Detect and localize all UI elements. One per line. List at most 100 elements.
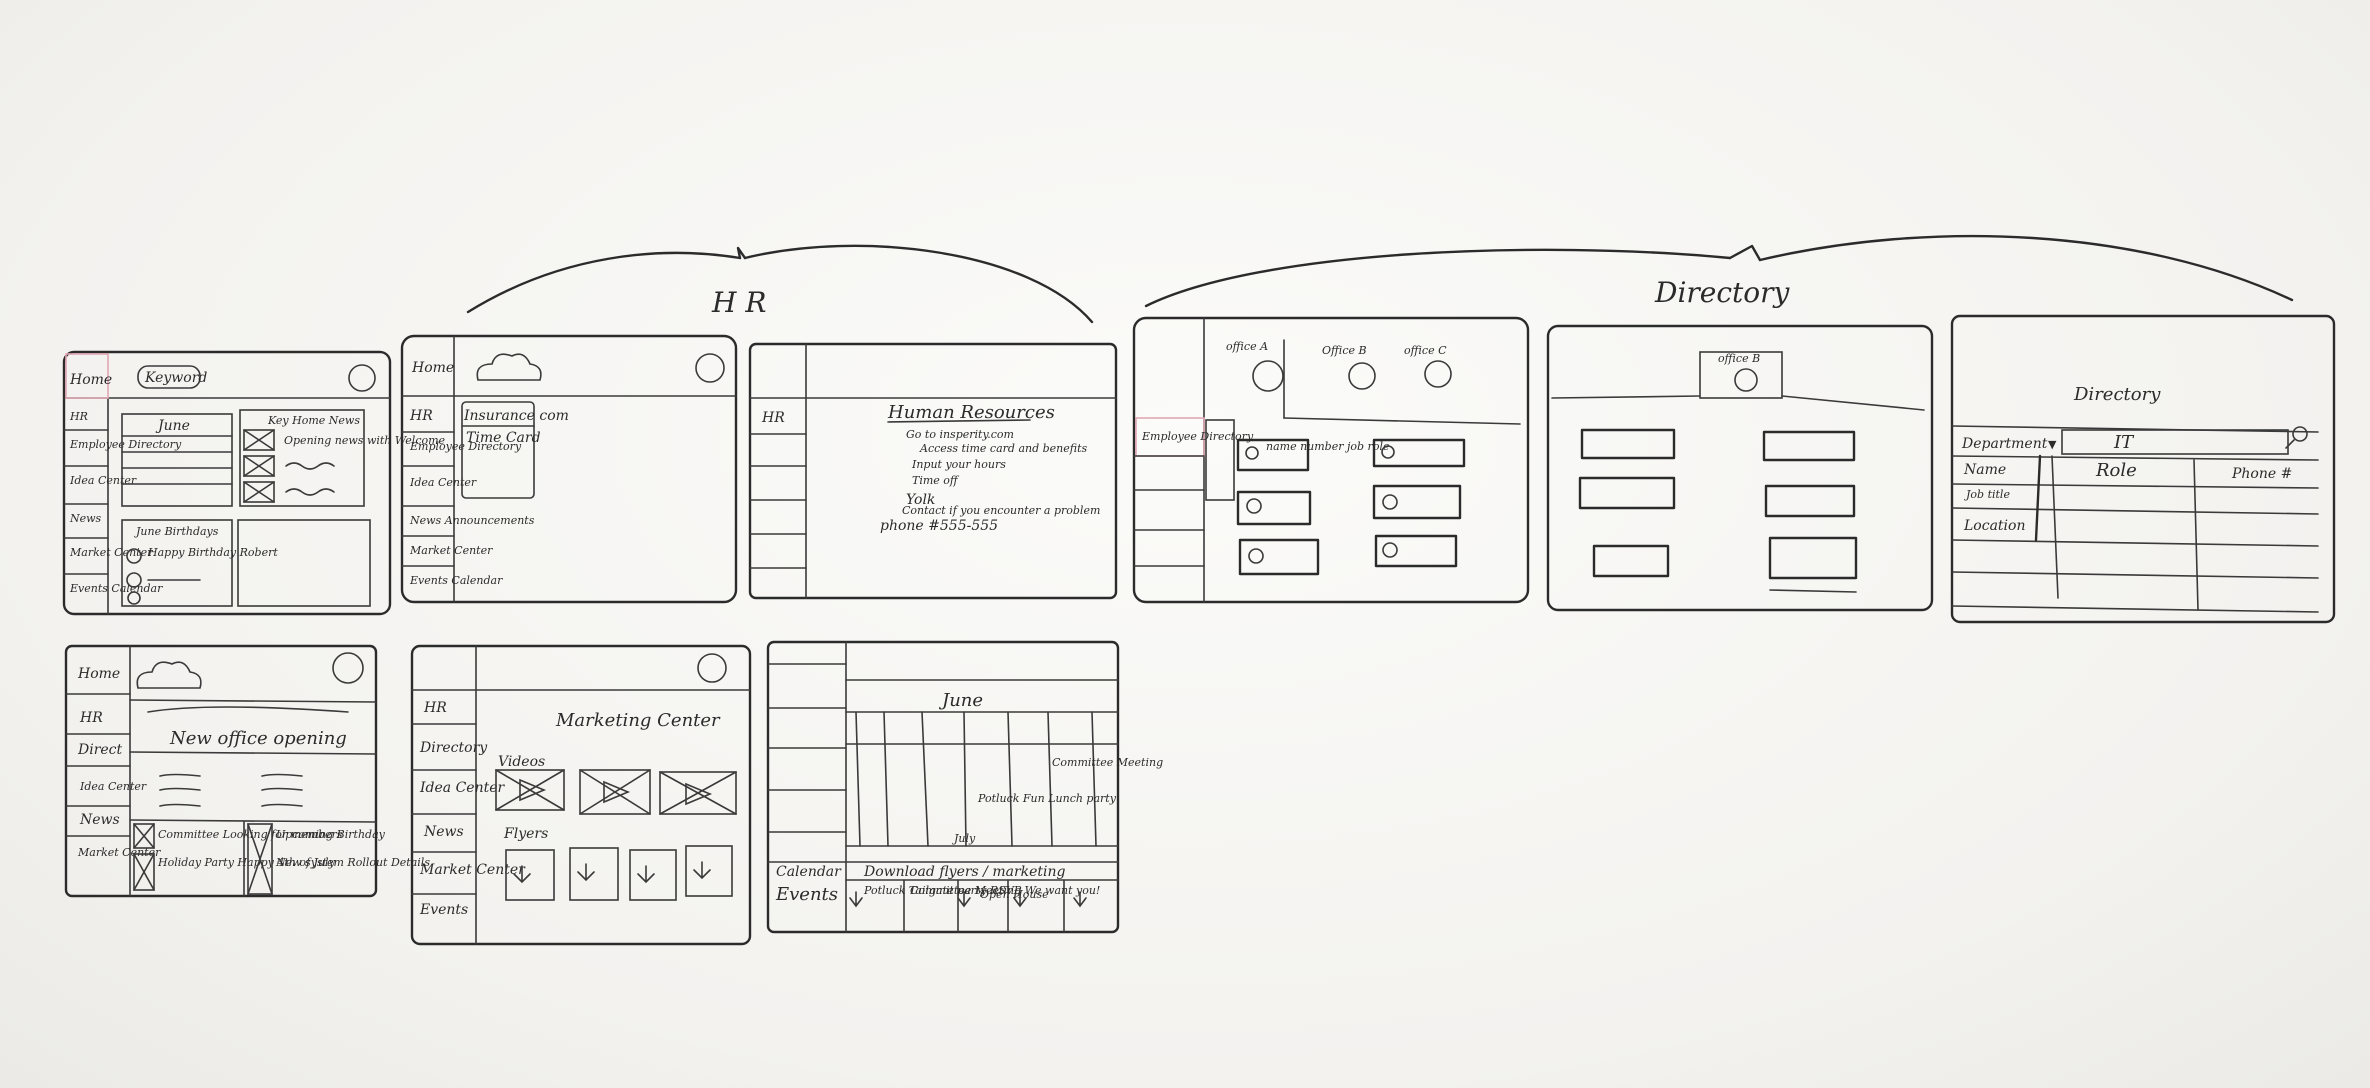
download-flyers-title: Download flyers / marketing	[863, 864, 1066, 880]
news-item: Upcoming Birthday	[276, 828, 386, 841]
nav-item: Home	[69, 372, 112, 388]
directory-title: Directory	[2073, 384, 2161, 405]
office-label: office B	[1718, 352, 1760, 365]
employee-card-text: name number job role	[1266, 440, 1390, 453]
filter-label: Name	[1963, 462, 2006, 478]
news-item: Holiday Party Happy 4th of July	[157, 856, 336, 869]
directory-sketch-3: Directory Department ▼ IT Name Role Phon…	[1950, 314, 2336, 624]
nav-item: Home	[411, 360, 454, 376]
dropdown-item: Time Card	[466, 430, 541, 446]
nav-item: Events Calendar	[409, 574, 503, 587]
office-avatar-icon	[1424, 360, 1452, 388]
office-avatar-icon	[1734, 368, 1758, 392]
nav-item: News Announcements	[409, 514, 535, 527]
play-icon	[685, 782, 713, 806]
avatar-icon	[348, 364, 376, 392]
play-icon	[603, 780, 631, 804]
news-title: Key Home News	[267, 414, 360, 427]
nav-item: Direct	[77, 742, 123, 758]
search-box-label: Keyword	[144, 370, 207, 386]
hr-instruction: Time off	[912, 474, 960, 487]
chevron-down-icon[interactable]: ▼	[2048, 438, 2057, 451]
directory-sketch-1: office A Office B office C Employee Dire…	[1132, 316, 1530, 604]
nav-item: Events Calendar	[69, 582, 163, 595]
birthdays-title: June Birthdays	[134, 525, 219, 538]
directory-sketch-2: office B	[1546, 324, 1934, 612]
download-icon	[513, 865, 531, 884]
hr-instruction: Input your hours	[911, 458, 1006, 471]
office-label: office A	[1226, 340, 1268, 353]
column-header-role: Role	[2095, 460, 2137, 481]
nav-item: Employee Directory	[409, 440, 522, 453]
nav-item: News	[69, 512, 102, 525]
download-icon	[693, 861, 711, 880]
flyers-label: Flyers	[503, 826, 548, 842]
nav-item: Calendar	[776, 864, 842, 880]
nav-item: HR	[69, 410, 88, 423]
home-sketch: Home Keyword HR Employee Directory Idea …	[62, 350, 446, 616]
nav-item: Employee Directory	[1141, 430, 1254, 443]
dropdown-item: Insurance com	[463, 408, 569, 424]
nav-item: Events	[419, 902, 468, 918]
hr-page-title: Human Resources	[887, 402, 1055, 423]
hr-phone: phone #555-555	[880, 518, 998, 534]
nav-item: Idea Center	[419, 780, 505, 796]
download-icon	[577, 863, 595, 882]
market-title: Marketing Center	[555, 710, 721, 731]
nav-item: Idea Center	[69, 474, 137, 487]
hr-group-brace: H R	[466, 244, 1094, 324]
calendar-event: Committee Meeting	[1052, 756, 1163, 769]
filter-label: Job title	[1964, 488, 2010, 501]
nav-item: Market Center	[77, 846, 161, 859]
nav-item: News	[79, 812, 120, 828]
download-icon	[1073, 891, 1087, 908]
news-sketch: Home HR Direct Idea Center News Market C…	[64, 644, 430, 898]
hr-contact-name: Yolk	[906, 492, 935, 508]
marketing-sketch: HR Directory Idea Center News Market Cen…	[410, 644, 752, 946]
news-item: Committee Looking for members	[158, 828, 343, 841]
office-label: Office B	[1322, 344, 1367, 357]
download-icon	[957, 891, 971, 908]
videos-label: Videos	[498, 754, 545, 770]
cloud-logo-icon	[136, 661, 202, 689]
hr-sketch-1: Home HR Employee Directory Idea Center N…	[400, 334, 738, 604]
flyer-item: Potluck Tailgate party RSVP	[863, 884, 1022, 897]
download-icon	[637, 865, 655, 884]
flyer-item: Committee Meeting We want you!	[910, 884, 1100, 897]
hr-contact-note: Contact if you encounter a problem	[902, 504, 1100, 517]
hr-sketch-2: HR Human Resources Go to insperity.com A…	[748, 342, 1118, 600]
hr-instruction: Access time card and benefits	[919, 442, 1088, 455]
nav-item: Events	[775, 884, 838, 905]
avatar-icon	[332, 652, 364, 684]
avatar-icon	[697, 653, 727, 683]
news-item: New system Rollout Details	[275, 856, 430, 869]
nav-item: Idea Center	[409, 476, 477, 489]
flyer-item: Open House	[980, 888, 1049, 901]
filter-label: Location	[1963, 518, 2025, 534]
nav-item: HR	[79, 710, 103, 726]
download-icon	[849, 891, 863, 908]
calendar-sketch: June Committee Meeting Potluck Fun Lunch…	[766, 640, 1163, 934]
nav-item: Directory	[419, 740, 488, 756]
department-select[interactable]	[2061, 429, 2289, 455]
nav-item: HR	[761, 410, 785, 426]
nav-item: Employee Directory	[69, 438, 182, 451]
directory-group-label: Directory	[1654, 276, 1791, 309]
nav-item: HR	[423, 700, 447, 716]
hr-dropdown	[461, 401, 535, 499]
nav-item: Market Center	[419, 862, 526, 878]
calendar-month: June	[938, 690, 983, 711]
directory-group-brace: Directory	[1144, 234, 2294, 309]
office-avatar-icon	[1348, 362, 1376, 390]
news-headline: New office opening	[169, 728, 347, 749]
calendar-month: June	[155, 418, 190, 434]
download-icon	[1013, 891, 1027, 908]
news-item: Opening news with Welcome	[284, 434, 446, 447]
filter-label: Department	[1961, 436, 2048, 452]
office-label: office C	[1404, 344, 1447, 357]
department-value: IT	[2113, 432, 2135, 453]
search-icon	[2292, 426, 2308, 442]
nav-item: Market Center	[409, 544, 493, 557]
avatar-icon	[695, 353, 725, 383]
